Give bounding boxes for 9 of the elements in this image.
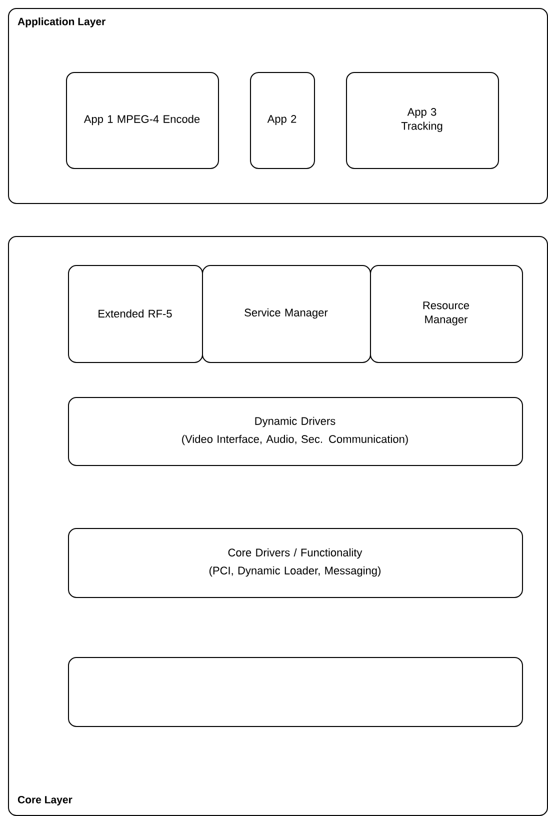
component-box: Service Manager — [202, 265, 371, 363]
component-box: App 3 Tracking — [346, 72, 499, 169]
component-box: Resource Manager — [370, 265, 523, 363]
component-box: Dynamic Drivers (Video Interface, Audio, Sec. Communication) — [68, 397, 523, 466]
component-box: Core Drivers / Functionality (PCI, Dynamic Loader, Messaging) — [68, 528, 523, 598]
component-box: App 2 — [250, 72, 315, 169]
component-box — [68, 657, 523, 727]
component-box: App 1 MPEG-4 Encode — [66, 72, 219, 169]
component-box: Extended RF-5 — [68, 265, 203, 363]
